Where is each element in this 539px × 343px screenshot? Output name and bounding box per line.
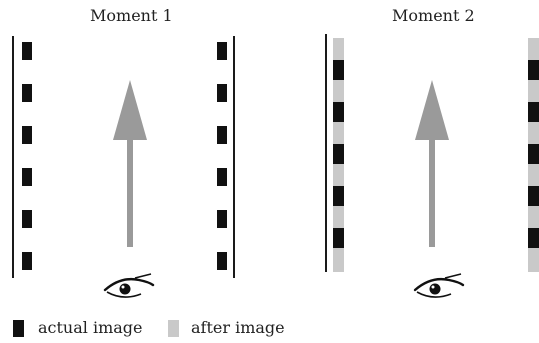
actual-image-frame (22, 210, 32, 228)
arrow-head (415, 80, 449, 140)
eye-pupil (119, 283, 131, 295)
actual-image-frame (333, 228, 344, 248)
film-strip-left (22, 42, 32, 270)
diagram (12, 34, 539, 298)
up-arrow-icon (113, 80, 147, 247)
panel-moment-2 (325, 34, 539, 298)
eye-icon (103, 273, 155, 298)
panel-moment-1 (12, 36, 235, 298)
panel-title-moment-1: Moment 1 (90, 6, 173, 25)
actual-image-frame (528, 228, 539, 248)
arrow-head (113, 80, 147, 140)
eye-upper-lid (103, 277, 155, 292)
film-strip-left (333, 38, 344, 272)
actual-image-frame (217, 210, 227, 228)
actual-image-frame (333, 144, 344, 164)
actual-image-frame (22, 168, 32, 186)
actual-image-frame (22, 252, 32, 270)
arrow-shaft (429, 132, 435, 247)
up-arrow-icon (415, 80, 449, 247)
eye-lash (444, 273, 462, 279)
arrow-shaft (127, 132, 133, 247)
legend-label-after-image: after image (191, 318, 285, 337)
actual-image-frame (528, 102, 539, 122)
eye-highlight (431, 285, 435, 289)
actual-image-frame (528, 186, 539, 206)
legend-swatch-actual-image (13, 320, 24, 337)
eye-lash (134, 273, 152, 279)
eye-lower-lid (106, 291, 142, 298)
film-strip-right (217, 42, 227, 270)
actual-image-frame (22, 126, 32, 144)
legend-swatch-after-image (168, 320, 179, 337)
panel-title-moment-2: Moment 2 (392, 6, 475, 25)
eye-icon (413, 273, 465, 298)
legend-label-actual-image: actual image (38, 318, 143, 337)
actual-image-frame (217, 126, 227, 144)
eye-pupil (429, 283, 441, 295)
actual-image-frame (217, 42, 227, 60)
eye-highlight (121, 285, 125, 289)
actual-image-frame (22, 84, 32, 102)
actual-image-frame (217, 84, 227, 102)
actual-image-frame (333, 60, 344, 80)
actual-image-frame (333, 186, 344, 206)
actual-image-frame (217, 252, 227, 270)
actual-image-frame (528, 60, 539, 80)
actual-image-frame (528, 144, 539, 164)
actual-image-frame (333, 102, 344, 122)
eye-upper-lid (413, 277, 465, 292)
film-strip-right (528, 38, 539, 272)
actual-image-frame (22, 42, 32, 60)
actual-image-frame (217, 168, 227, 186)
eye-lower-lid (416, 291, 452, 298)
